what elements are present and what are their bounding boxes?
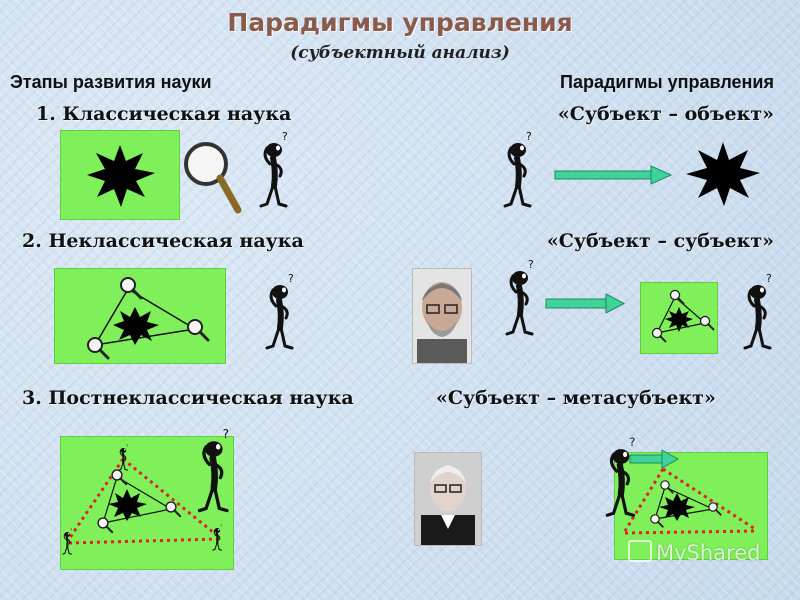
- subject-triangle-box: [54, 268, 226, 364]
- object-box-classical: [60, 130, 180, 220]
- object-burst-icon: [686, 142, 760, 206]
- metasubject-box-small: [614, 452, 768, 560]
- stage-1-number: 1.: [36, 103, 56, 125]
- object-burst-icon: [87, 145, 155, 207]
- slide-subtitle: (субъектный анализ): [290, 43, 510, 63]
- scientist-portrait-photo: [412, 268, 472, 364]
- arrow-right-icon: [554, 165, 673, 185]
- subject-figure-icon: [500, 140, 540, 216]
- subject-figure-icon: [256, 140, 296, 216]
- stage-2-label: 2. Неклассическая наука: [22, 230, 304, 252]
- magnifier-triangle-diagram: [86, 276, 210, 360]
- subject-figure-icon: [262, 282, 302, 358]
- arrow-right-icon: [629, 449, 680, 469]
- stage-3-name: Постнеклассическая наука: [48, 387, 354, 409]
- scientist-portrait-photo-2: [414, 452, 482, 546]
- magnifier-triangle-diagram: [651, 289, 715, 343]
- watermark-text: MyShared: [656, 541, 761, 565]
- arrow-right-icon: [545, 293, 626, 314]
- paradigm-3-label: «Субъект – метасубъект»: [436, 387, 716, 409]
- paradigm-1-label: «Субъект – объект»: [557, 103, 774, 125]
- slide-title: Парадигмы управления: [227, 8, 573, 37]
- watermark: MyShared: [628, 540, 760, 565]
- magnifier-large-icon: [184, 142, 242, 214]
- metasubject-diagram: [61, 441, 224, 556]
- subject-figure-icon: [740, 282, 780, 358]
- subject-figure-icon: [502, 268, 542, 344]
- subject-triangle-box-small: [640, 282, 718, 354]
- watermark-logo-icon: [628, 540, 652, 562]
- metasubject-diagram: [623, 467, 756, 535]
- stage-2-number: 2.: [22, 230, 42, 252]
- paradigm-2-label: «Субъект – субъект»: [546, 230, 774, 252]
- column-header-paradigms: Парадигмы управления: [560, 72, 774, 92]
- stage-3-label: 3. Постнеклассическая наука: [22, 387, 354, 409]
- stage-3-number: 3.: [22, 387, 42, 409]
- stage-2-name: Неклассическая наука: [48, 230, 304, 252]
- stage-1-name: Классическая наука: [62, 103, 292, 125]
- column-header-stages: Этапы развития науки: [10, 72, 212, 92]
- stage-1-label: 1. Классическая наука: [36, 103, 291, 125]
- metasubject-figure-icon: [194, 438, 238, 518]
